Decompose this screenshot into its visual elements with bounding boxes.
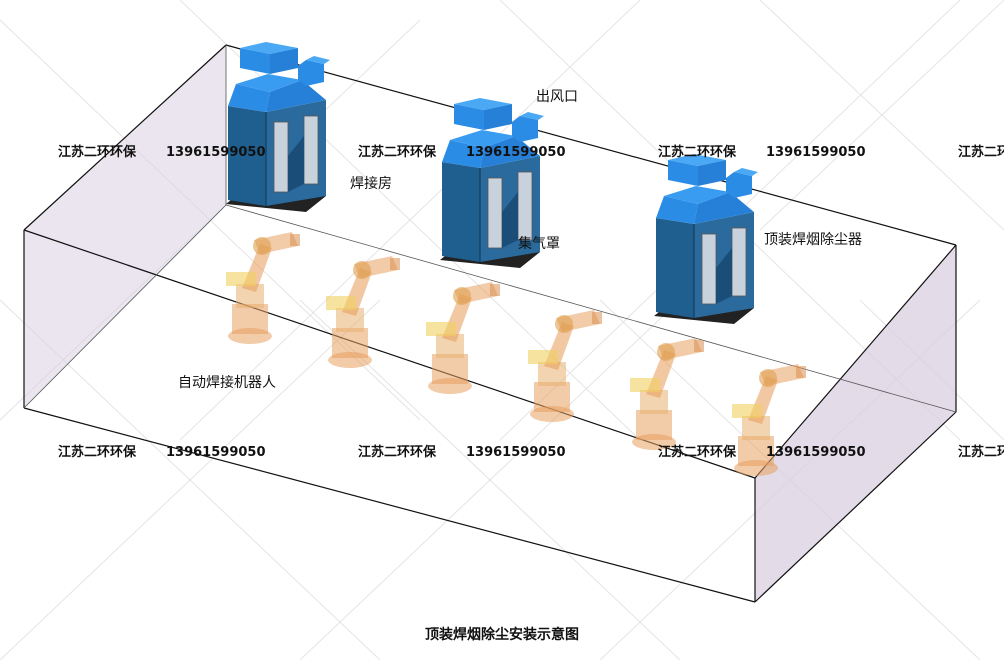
room-right-wall <box>755 245 956 602</box>
watermark-company: 江苏二环环保 <box>658 445 737 460</box>
watermark-company: 江苏二环环保 <box>58 145 137 160</box>
watermark-company: 江苏二环环保 <box>358 445 437 460</box>
watermark-phone: 13961599050 <box>766 145 866 160</box>
label-welding-room: 焊接房 <box>350 176 392 192</box>
label-outlet: 出风口 <box>536 89 578 105</box>
collector-unit-3 <box>653 153 759 325</box>
watermark-phone: 13961599050 <box>166 145 266 160</box>
watermark-company: 江苏二环环保 <box>658 145 737 160</box>
label-hood: 集气罩 <box>518 236 560 252</box>
room-left-wall <box>24 45 226 408</box>
collector-unit-1 <box>225 41 331 213</box>
watermark-phone: 13961599050 <box>766 445 866 460</box>
watermark-company: 江苏二环 <box>958 445 1004 460</box>
label-collector: 顶装焊烟除尘器 <box>764 232 862 248</box>
label-robot: 自动焊接机器人 <box>178 375 276 391</box>
watermark-company: 江苏二环环保 <box>58 445 137 460</box>
diagram-caption: 顶装焊烟除尘安装示意图 <box>425 627 579 643</box>
watermark-company: 江苏二环环保 <box>358 145 437 160</box>
watermark-phone: 13961599050 <box>166 445 266 460</box>
watermark-phone: 13961599050 <box>466 445 566 460</box>
watermark-company: 江苏二环 <box>958 145 1004 160</box>
watermark-phone: 13961599050 <box>466 145 566 160</box>
